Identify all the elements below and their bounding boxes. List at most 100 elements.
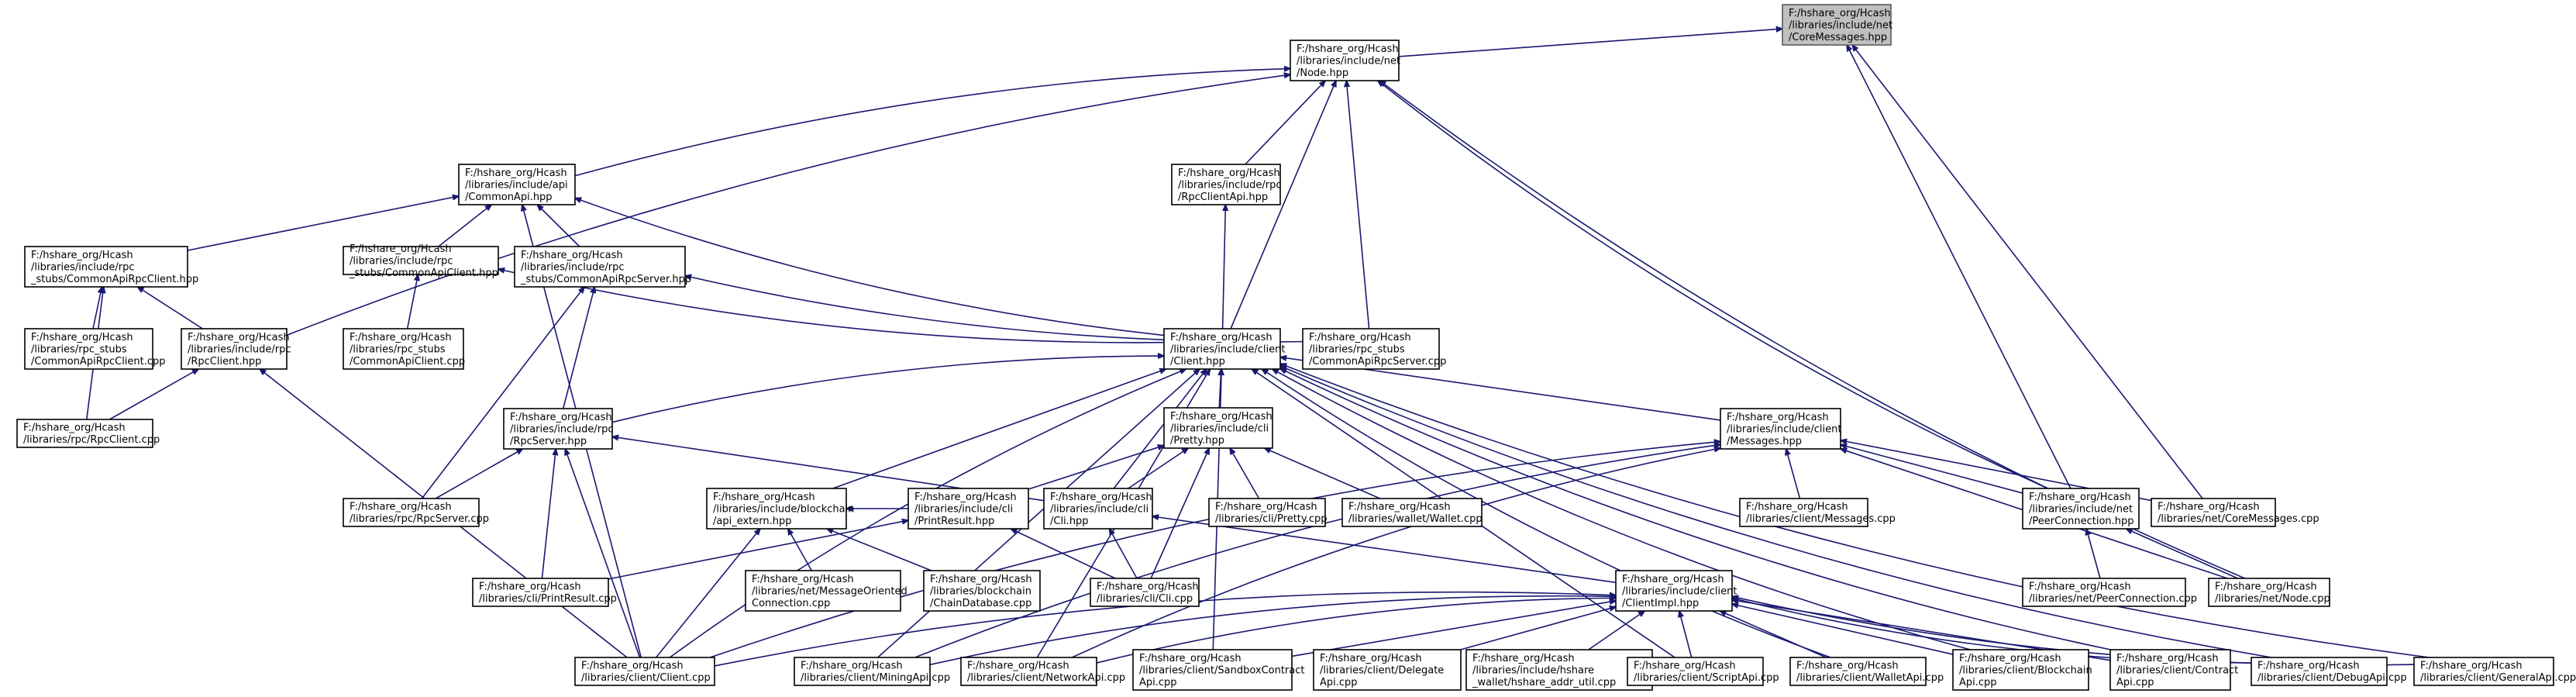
- node-box: [706, 488, 847, 530]
- node-label-line: /libraries/rpc_stubs: [1309, 343, 1405, 355]
- node-box: [907, 488, 1029, 530]
- node-label-line: F:/hshare_org/Hcash: [752, 574, 854, 585]
- node-label-line: /libraries/client/Client.cpp: [581, 672, 711, 684]
- dependency-edge-n38-to-n29: [1679, 611, 1693, 658]
- node-label-line: F:/hshare_org/Hcash: [1348, 502, 1451, 513]
- dependency-edge-n16-to-n6: [421, 287, 584, 499]
- node-box: [1627, 657, 1764, 686]
- file-node[interactable]: F:/hshare_org/Hcash/libraries/client/Scr…: [1627, 657, 1779, 686]
- node-label-line: F:/hshare_org/Hcash: [1472, 653, 1575, 664]
- node-box: [1341, 498, 1483, 527]
- file-node[interactable]: F:/hshare_org/Hcash/libraries/include/rp…: [181, 328, 291, 370]
- file-node[interactable]: F:/hshare_org/Hcash/libraries/client/Blo…: [1952, 649, 2092, 691]
- node-label-line: _wallet/hshare_addr_util.cpp: [1472, 677, 1616, 688]
- node-box: [472, 578, 609, 607]
- file-node[interactable]: F:/hshare_org/Hcash/libraries/cli/Pretty…: [1208, 498, 1328, 527]
- node-label-line: /libraries/client/MiningApi.cpp: [801, 672, 950, 684]
- file-node[interactable]: F:/hshare_org/Hcash/libraries/net/Node.c…: [2208, 578, 2330, 607]
- dependency-edge-n4-to-n2: [187, 196, 459, 251]
- node-label-line: Api.cpp: [1139, 677, 1177, 688]
- node-label-line: /PeerConnection.hpp: [2029, 516, 2134, 527]
- dependency-edge-n23-to-n1: [1378, 81, 2048, 489]
- file-node[interactable]: F:/hshare_org/Hcash/libraries/net/CoreMe…: [2151, 498, 2319, 527]
- file-node[interactable]: F:/hshare_org/Hcash/libraries/include/rp…: [343, 243, 499, 279]
- node-box: [2022, 578, 2186, 607]
- edge-arrow-path: [1732, 604, 1954, 655]
- node-box: [1789, 657, 1927, 686]
- file-node[interactable]: F:/hshare_org/Hcash/libraries/client/Wal…: [1789, 657, 1944, 686]
- node-label-line: F:/hshare_org/Hcash: [1796, 661, 1899, 672]
- file-node[interactable]: F:/hshare_org/Hcash/libraries/client/San…: [1132, 649, 1305, 691]
- dependency-edge-n1-to-n0: [1398, 29, 1782, 57]
- edge-arrow-path: [1280, 364, 2430, 658]
- file-node[interactable]: F:/hshare_org/Hcash/libraries/include/ne…: [1290, 40, 1400, 81]
- node-label-line: /libraries/rpc_stubs: [350, 343, 446, 355]
- node-box: [343, 246, 499, 275]
- node-label-line: F:/hshare_org/Hcash: [801, 661, 903, 672]
- file-node[interactable]: F:/hshare_org/Hcash/libraries/cli/Cli.cp…: [1090, 578, 1200, 607]
- file-node[interactable]: F:/hshare_org/Hcash/libraries/include/cl…: [1163, 407, 1273, 449]
- edge-arrow-path: [1028, 446, 1164, 490]
- file-node[interactable]: F:/hshare_org/Hcash/libraries/include/rp…: [503, 408, 614, 450]
- file-node[interactable]: F:/hshare_org/Hcash/libraries/include/cl…: [1720, 408, 1841, 450]
- file-node[interactable]: F:/hshare_org/Hcash/libraries/cli/PrintR…: [472, 578, 617, 607]
- file-node[interactable]: F:/hshare_org/Hcash/libraries/rpc_stubs/…: [343, 328, 465, 370]
- file-node[interactable]: F:/hshare_org/Hcash/libraries/include/cl…: [907, 488, 1029, 530]
- edge-arrow-path: [1852, 45, 2203, 499]
- node-box: [1313, 649, 1462, 691]
- dependency-edge-n37-to-n29: [1588, 611, 1645, 650]
- edge-arrow-path: [914, 444, 1720, 658]
- file-node[interactable]: F:/hshare_org/Hcash/libraries/include/rp…: [1171, 164, 1282, 205]
- file-node[interactable]: F:/hshare_org/Hcash/libraries/client/Deb…: [2251, 657, 2407, 686]
- node-label-line: /libraries/include/rpc: [521, 261, 625, 273]
- node-box: [1163, 328, 1281, 370]
- edge-arrow-path: [1113, 369, 1207, 489]
- node-label-line: F:/hshare_org/Hcash: [1309, 332, 1411, 343]
- file-node[interactable]: F:/hshare_org/Hcash/libraries/include/rp…: [24, 246, 198, 288]
- node-box: [2413, 657, 2554, 686]
- node-label-line: /libraries/blockchain: [930, 585, 1031, 597]
- file-node[interactable]: F:/hshare_org/Hcash/libraries/client/Mes…: [1739, 498, 1896, 527]
- file-node[interactable]: F:/hshare_org/Hcash/libraries/rpc/RpcCli…: [16, 419, 160, 448]
- file-node[interactable]: F:/hshare_org/Hcash/libraries/include/cl…: [1163, 328, 1285, 370]
- file-node[interactable]: F:/hshare_org/Hcash/libraries/include/hs…: [1465, 649, 1653, 691]
- node-label-line: /libraries/include/net: [2029, 503, 2133, 515]
- file-node[interactable]: F:/hshare_org/Hcash/libraries/wallet/Wal…: [1341, 498, 1483, 527]
- edge-arrow-path: [2086, 529, 2101, 579]
- node-label-line: _stubs/CommonApiClient.hpp: [349, 267, 498, 279]
- file-node[interactable]: F:/hshare_org/Hcash/libraries/client/Cli…: [574, 657, 715, 686]
- node-label-line: F:/hshare_org/Hcash: [2420, 661, 2523, 672]
- file-node[interactable]: F:/hshare_org/Hcash/libraries/client/Gen…: [2413, 657, 2576, 686]
- file-node[interactable]: F:/hshare_org/Hcash/libraries/include/cl…: [1615, 570, 1737, 612]
- file-node[interactable]: F:/hshare_org/Hcash/libraries/client/Con…: [2109, 649, 2238, 691]
- node-label-line: /libraries/wallet/Wallet.cpp: [1348, 513, 1483, 525]
- node-label-line: F:/hshare_org/Hcash: [1139, 653, 1242, 664]
- file-node[interactable]: F:/hshare_org/Hcash/libraries/include/cl…: [1043, 488, 1153, 530]
- edge-arrow-path: [1847, 45, 2071, 489]
- file-node[interactable]: F:/hshare_org/Hcash/libraries/net/Messag…: [745, 570, 907, 612]
- node-label-line: F:/hshare_org/Hcash: [2257, 661, 2360, 672]
- node-label-line: F:/hshare_org/Hcash: [1746, 502, 1848, 513]
- edge-arrow-path: [1720, 611, 1827, 658]
- file-node[interactable]: F:/hshare_org/Hcash/libraries/client/Net…: [960, 657, 1125, 686]
- node-label-line: /libraries/include/client: [1170, 343, 1285, 355]
- edge-arrow-path: [1245, 81, 1325, 165]
- file-node[interactable]: F:/hshare_org/Hcash/libraries/include/rp…: [514, 246, 691, 288]
- file-node[interactable]: F:/hshare_org/Hcash/libraries/net/PeerCo…: [2022, 578, 2197, 607]
- node-label-line: /libraries/include/client: [1727, 423, 1841, 435]
- file-node[interactable]: F:/hshare_org/Hcash/libraries/rpc_stubs/…: [1302, 328, 1446, 370]
- edge-arrow-path: [137, 287, 203, 330]
- file-node[interactable]: F:/hshare_org/Hcash/libraries/blockchain…: [923, 570, 1041, 612]
- file-node[interactable]: F:/hshare_org/Hcash/libraries/rpc/RpcSer…: [343, 498, 489, 527]
- file-node[interactable]: F:/hshare_org/Hcash/libraries/client/Min…: [794, 657, 950, 686]
- node-box: [514, 246, 686, 288]
- node-box: [1302, 328, 1440, 370]
- edge-arrow-path: [108, 369, 198, 420]
- file-node[interactable]: F:/hshare_org/Hcash/libraries/include/bl…: [706, 488, 854, 530]
- node-box: [343, 328, 464, 370]
- node-label-line: /libraries/net/CoreMessages.cpp: [2158, 513, 2319, 525]
- file-node[interactable]: F:/hshare_org/Hcash/libraries/include/ap…: [458, 164, 576, 205]
- file-node[interactable]: F:/hshare_org/Hcash/libraries/rpc_stubs/…: [24, 328, 166, 370]
- file-node[interactable]: F:/hshare_org/Hcash/libraries/include/ne…: [2022, 488, 2140, 530]
- file-node[interactable]: F:/hshare_org/Hcash/libraries/client/Del…: [1313, 649, 1462, 691]
